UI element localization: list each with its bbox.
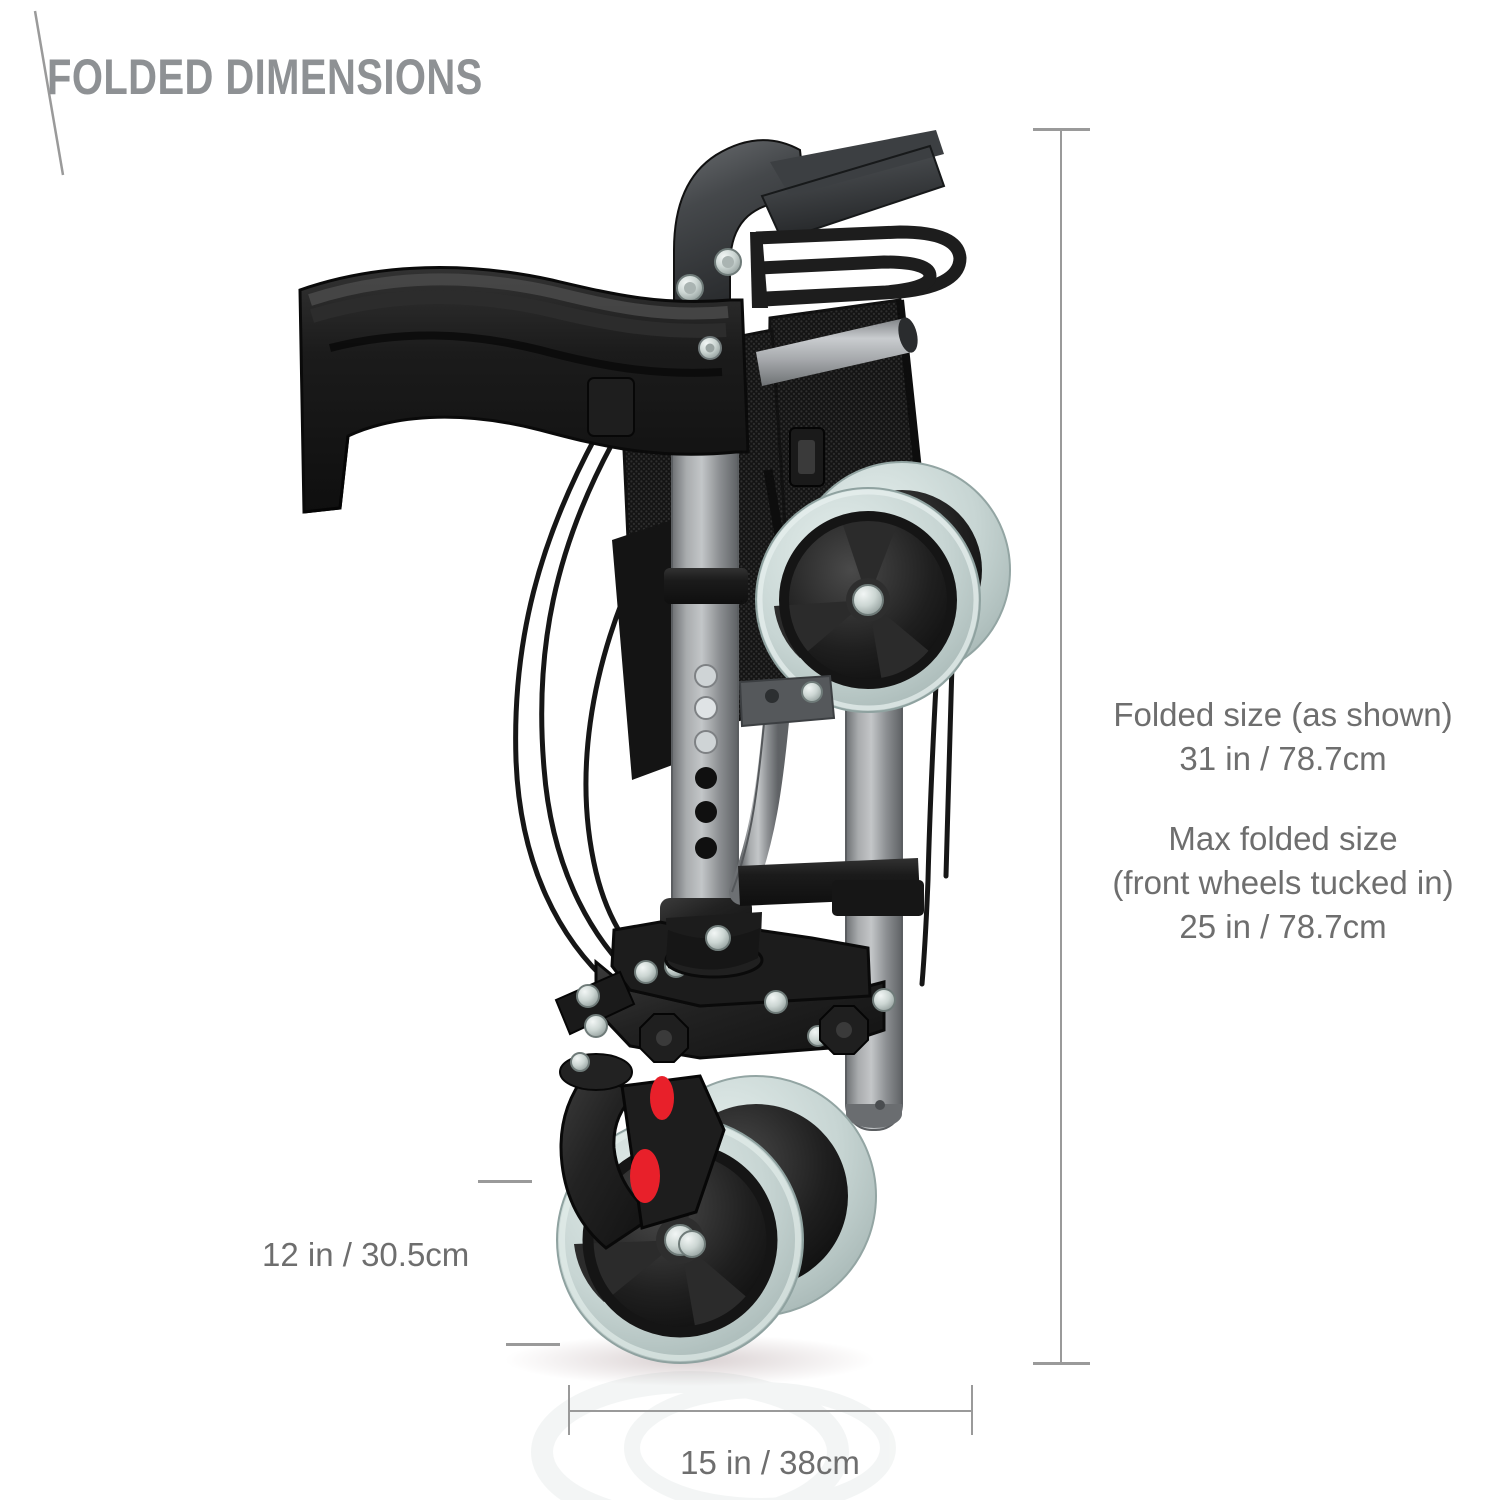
caster-pivot	[559, 1052, 633, 1091]
rear-wheel	[755, 461, 1011, 713]
brake-lever	[755, 225, 967, 307]
height-adjust-holes	[694, 664, 718, 859]
star-knob-right	[819, 1005, 869, 1055]
cross-tube	[756, 317, 918, 386]
height-annotation: Folded size (as shown) 31 in / 78.7cm	[1113, 696, 1453, 777]
mid-hinge-bracket	[738, 674, 836, 728]
depth-dimension-cap-bottom	[506, 1343, 560, 1346]
width-annotation: 15 in / 38cm	[680, 1444, 860, 1481]
velcro-strap-upper	[664, 568, 748, 604]
brake-cable-right	[919, 645, 955, 987]
height-dimension-line	[1060, 128, 1062, 1364]
page-title: FOLDED DIMENSIONS	[47, 49, 483, 105]
curved-connector-tube	[729, 687, 791, 905]
depth-annotation: 12 in / 30.5cm	[262, 1236, 470, 1273]
handle-assembly	[673, 130, 967, 334]
depth-dimension-line	[33, 10, 65, 176]
width-dimension-line	[568, 1410, 973, 1412]
width-dimension-cap-right	[971, 1385, 973, 1435]
folding-chassis	[554, 912, 896, 1063]
height-dimension-cap-top	[1033, 128, 1090, 131]
depth-dimension-cap-top	[478, 1180, 532, 1183]
front-wheel-assembly	[556, 1052, 877, 1364]
red-accent-marker-2	[650, 1076, 674, 1120]
max-height-annotation: Max folded size (front wheels tucked in)…	[1112, 820, 1454, 945]
star-knob-left	[639, 1013, 689, 1063]
width-dimension-cap-left	[568, 1385, 570, 1435]
velcro-strap-lower	[738, 858, 924, 916]
red-accent-marker	[630, 1149, 660, 1203]
strap-tab	[587, 377, 635, 437]
handle-grip	[760, 130, 946, 242]
padded-backrest-strap	[298, 266, 750, 514]
basket-buckle	[789, 427, 825, 487]
cup-holder	[664, 912, 764, 979]
height-dimension-cap-bottom	[1033, 1362, 1090, 1365]
